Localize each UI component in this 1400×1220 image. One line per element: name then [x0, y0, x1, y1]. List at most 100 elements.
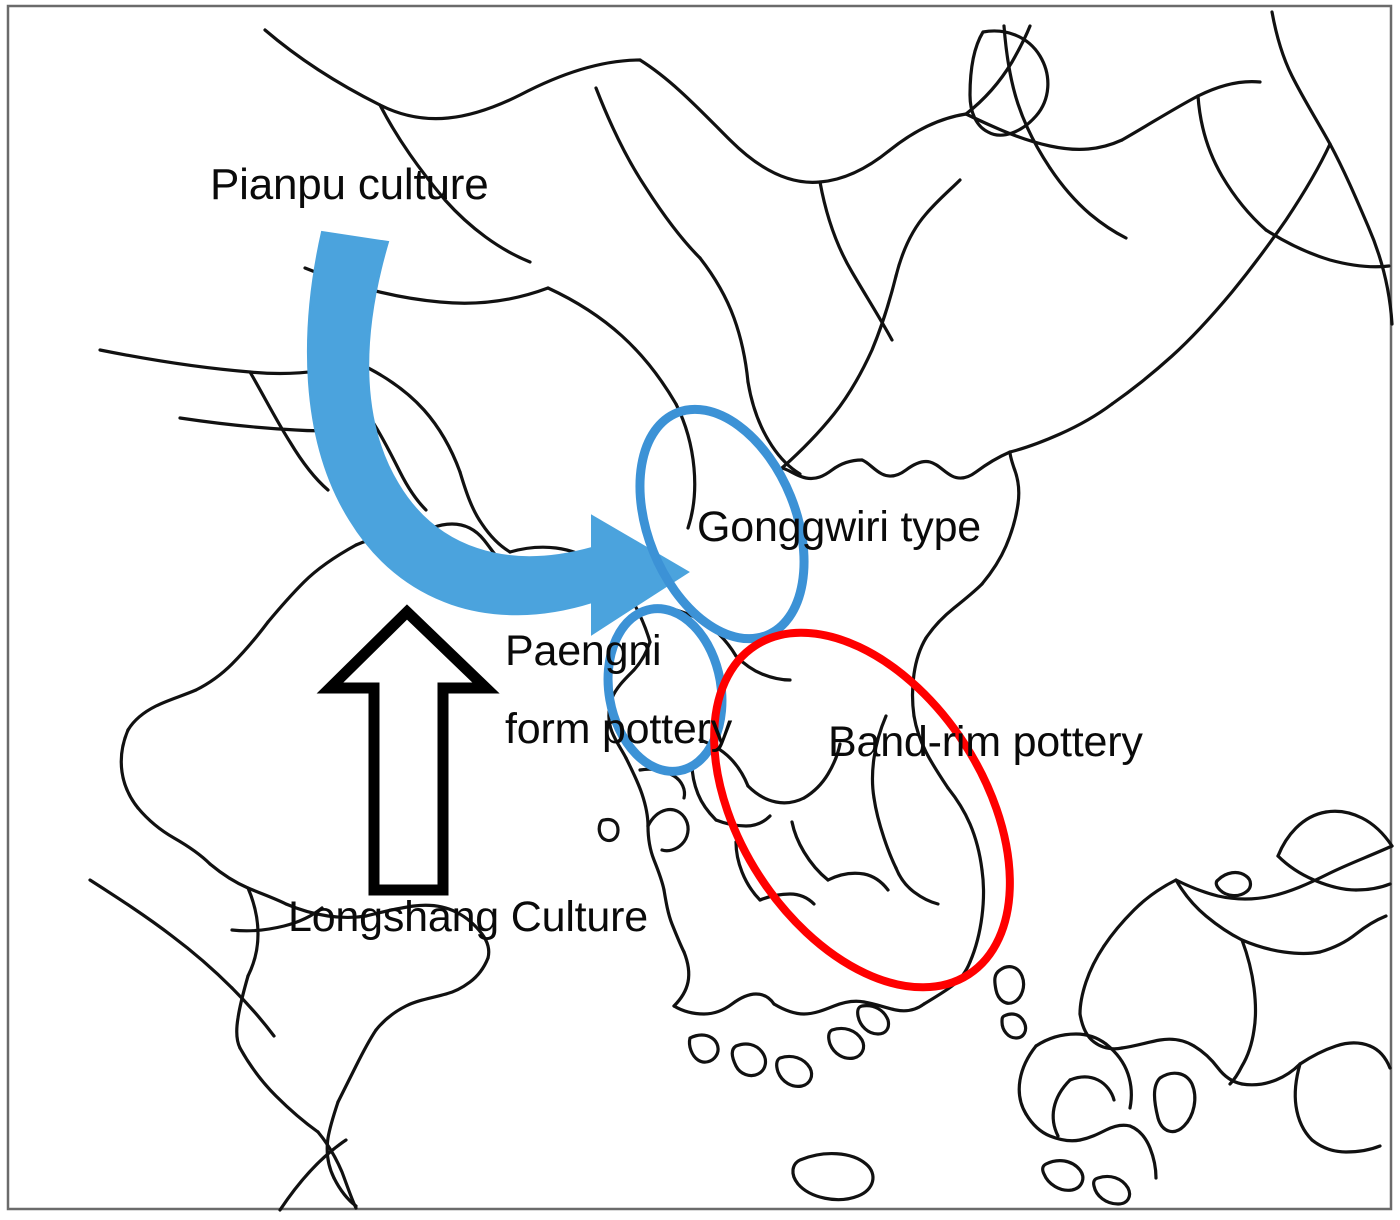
japan-inland-sea	[1240, 1062, 1302, 1087]
pianpu-migration-arrow	[306, 230, 690, 636]
korea-east-coast-m	[946, 786, 984, 872]
ulleung-island	[1152, 1071, 1197, 1134]
river-inland-n1	[594, 86, 702, 260]
korea-west-taean	[646, 807, 690, 853]
river-north-main	[638, 58, 968, 184]
jeju-island	[791, 1152, 875, 1202]
coast-arc-south	[278, 1138, 348, 1212]
japan-shikoku-e	[1368, 1044, 1392, 1070]
label-longshang-culture: Longshang Culture	[288, 893, 648, 941]
river-tributary-b	[964, 24, 1032, 116]
river-inland-w2	[230, 986, 276, 1038]
japan-honshu-oki	[1214, 870, 1253, 898]
river-inland-n3	[746, 380, 802, 476]
korea-east-coast-m2	[912, 714, 950, 790]
japan-kyushu-inner	[1068, 1075, 1116, 1102]
coast-bohai-sw	[126, 688, 198, 732]
japan-kyushu-e	[1104, 1042, 1133, 1110]
river-ne-branch	[1196, 94, 1268, 232]
coast-shandong-pen2	[454, 910, 491, 960]
coast-bohai-s1	[119, 728, 140, 810]
river-nen-branch	[378, 103, 532, 264]
coast-shandong-ne	[284, 902, 368, 920]
coast-jiangsu	[336, 1028, 378, 1104]
japan-honshu-ne2	[1276, 810, 1328, 858]
korea-han-river2	[746, 784, 806, 805]
korea-islands-sw1	[687, 1033, 720, 1064]
korea-seom	[758, 892, 816, 906]
korea-south-coast2	[862, 1000, 926, 1013]
river-liao-west3	[458, 470, 512, 554]
paengni-ellipse	[603, 604, 727, 776]
japan-honshu-s-inner	[1240, 938, 1258, 1032]
coast-east-korea	[780, 458, 864, 481]
japan-honshu-s-inner2	[1228, 1028, 1256, 1086]
japan-kyushu-n	[1034, 1032, 1108, 1048]
japan-honshu-n-coast	[1270, 844, 1394, 898]
korea-west-coast-s3	[672, 950, 691, 1008]
river-songhua-upper	[263, 28, 642, 121]
korea-taedong2	[734, 654, 792, 682]
coast-hamgyong	[860, 450, 1012, 480]
korea-west-coast-n	[610, 640, 652, 700]
korea-southwest-islands	[672, 992, 776, 1016]
korea-nak-tributary2	[790, 820, 830, 882]
japan-honshu-ne	[1324, 809, 1394, 848]
label-paengni-line1: Paengni	[505, 627, 662, 675]
coast-bohai-n	[266, 543, 358, 624]
korea-islands-sw4	[827, 1026, 866, 1060]
border-changbai	[780, 274, 898, 470]
korea-south-coast	[772, 999, 866, 1016]
korea-islands-sw5	[856, 1004, 891, 1036]
japan-chugoku-interior3	[1318, 914, 1388, 954]
japan-kyushu-islands	[1041, 1159, 1085, 1192]
river-sub3	[372, 422, 428, 512]
japan-shikoku-s2	[1310, 1138, 1382, 1154]
korea-nak-river2	[872, 796, 898, 870]
river-yangtze	[238, 1046, 320, 1134]
japan-chugoku-interior2	[1240, 938, 1322, 956]
coast-bohai-w	[194, 620, 270, 692]
label-paengni-form-pottery: Paengni form pottery	[505, 627, 732, 753]
japan-honshu-w	[1102, 878, 1178, 948]
lake-khanka	[968, 29, 1050, 137]
coastlines-and-rivers	[88, 10, 1394, 1212]
river-liao-b	[546, 286, 678, 406]
river-yangtze-b	[316, 1130, 358, 1210]
japan-kyushu-inner2	[1051, 1078, 1072, 1138]
bandrim-ellipse	[710, 628, 1014, 992]
korea-east-coast-s	[968, 868, 986, 964]
korea-ne-coast	[1008, 450, 1021, 506]
korea-nak-tributary	[826, 871, 890, 892]
japan-honshu-ne-inner2	[1354, 882, 1392, 892]
yellow-sea-island1	[597, 817, 620, 843]
river-ussuri	[1002, 24, 1052, 170]
coast-shandong-n	[136, 806, 212, 866]
japan-honshu-n-coast2	[1174, 878, 1274, 901]
longshang-arrow	[316, 604, 500, 896]
japan-goto-island	[1000, 1012, 1028, 1040]
river-liao-c	[674, 402, 697, 530]
coast-tumen	[1008, 402, 1114, 454]
japan-honshu-s-coast	[1120, 1037, 1196, 1050]
korea-nak-river3	[894, 866, 940, 906]
river-sub1	[248, 370, 330, 492]
japan-shikoku-n	[1298, 1041, 1372, 1066]
japan-kyushu-islands2	[1092, 1174, 1132, 1206]
river-tributary-c	[964, 112, 1124, 151]
coast-shandong-pen	[364, 903, 458, 918]
japan-honshu-ne-inner	[1276, 854, 1358, 892]
korea-east-coast-n3	[980, 502, 1020, 586]
korea-geum2	[690, 762, 718, 822]
korea-islands-sw3	[775, 1054, 814, 1088]
japan-kyushu-w2	[1024, 1112, 1082, 1143]
river-yellow-inland	[230, 906, 324, 933]
river-tributary-a	[818, 180, 894, 342]
coast-shandong-s2	[374, 992, 448, 1032]
river-ne-branch2	[1264, 228, 1391, 269]
river-yalu-upper	[894, 178, 962, 278]
coast-jiangsu2	[325, 1100, 340, 1180]
river-inland-n2	[698, 256, 750, 384]
